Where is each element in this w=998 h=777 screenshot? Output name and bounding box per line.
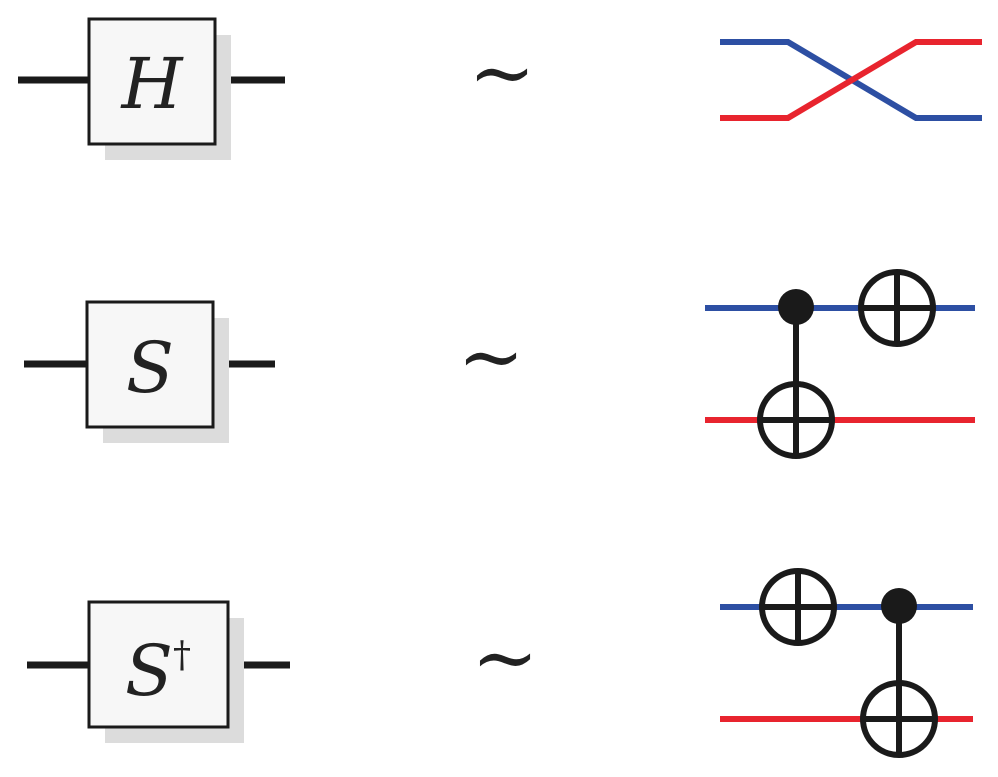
cnot-target-icon	[757, 381, 835, 459]
s-gate-label: S	[126, 327, 174, 409]
s-dagger-gate-box	[87, 600, 230, 729]
bottom-qubit-wire	[720, 39, 982, 121]
row-s-dagger: S† ∼	[27, 568, 973, 758]
equivalence-symbol: ∼	[471, 611, 538, 704]
h-gate-box	[87, 17, 217, 146]
x-gate-target-icon	[858, 269, 936, 347]
swap-circuit	[720, 39, 982, 121]
control-dot-icon	[778, 289, 814, 325]
s-dagger-gate-label: S†	[125, 630, 191, 712]
row-s: S ∼	[24, 269, 975, 459]
h-gate-label: H	[119, 43, 184, 125]
row-h: H ∼	[18, 17, 982, 160]
cnot-then-x-circuit	[705, 269, 975, 459]
s-gate-box	[85, 300, 215, 429]
equivalence-symbol: ∼	[468, 26, 535, 119]
equivalence-symbol: ∼	[457, 310, 524, 403]
control-dot-icon	[881, 588, 917, 624]
x-gate-target-icon	[759, 568, 837, 646]
cnot-target-icon	[860, 680, 938, 758]
x-then-cnot-circuit	[720, 568, 973, 758]
